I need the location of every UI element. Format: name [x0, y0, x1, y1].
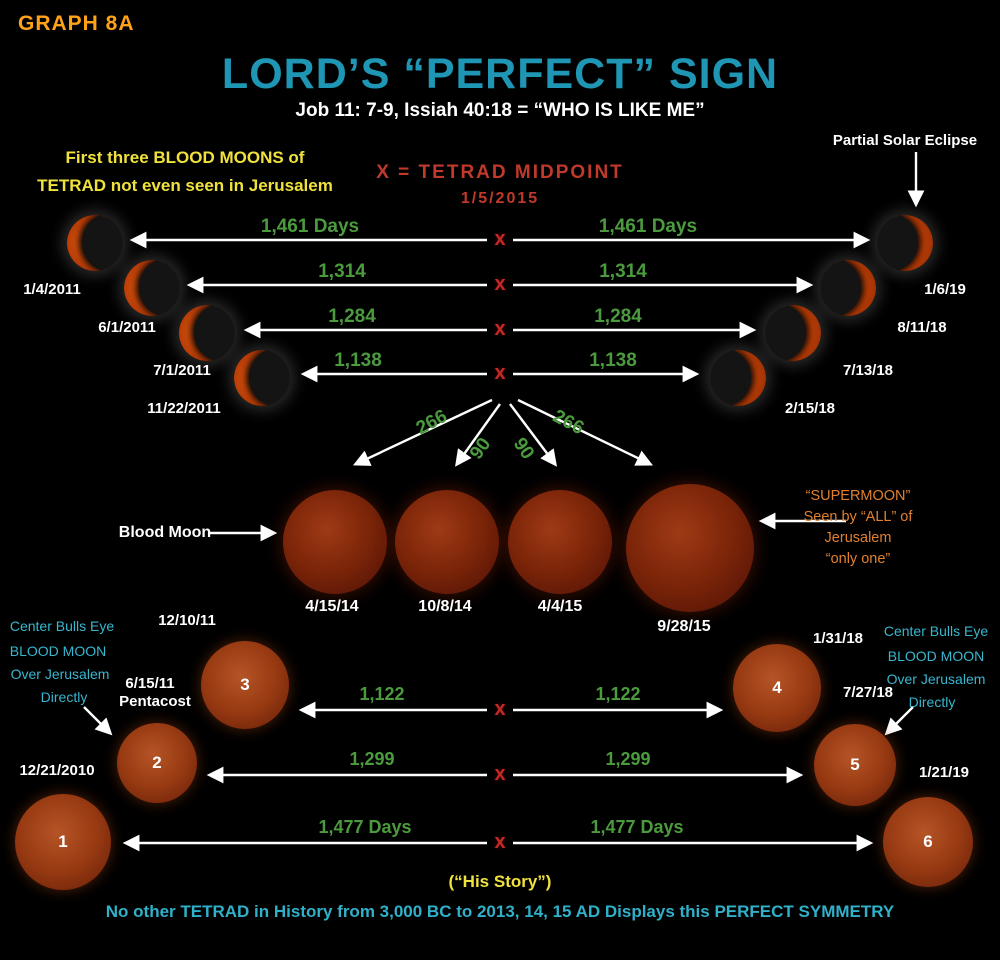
bottom-statement: No other TETRAD in History from 3,000 BC…: [105, 902, 895, 921]
tetrad-midpoint-x-4: x: [494, 362, 506, 384]
moon-5-number: 5: [850, 755, 860, 774]
moon-4-date: 1/31/18: [812, 630, 864, 647]
moon-6-number: 6: [923, 832, 933, 851]
interval-1461-left-label: 1,461 Days: [260, 216, 360, 237]
blood-moon-supermoon-9-28-15: [626, 484, 754, 612]
eclipse-date-left-2: 6/1/2011: [98, 319, 156, 336]
partial-eclipse-moon-2-15-18: [710, 350, 766, 406]
tetrad-midpoint-x-6: x: [494, 763, 506, 785]
numbered-moon-2: 2: [117, 723, 197, 803]
numbered-moon-4: 4: [733, 644, 821, 732]
interval-1477-right-label: 1,477 Days: [590, 817, 684, 837]
his-story-label: (“His Story”): [448, 872, 552, 891]
bullseye-right-line2: BLOOD MOON: [887, 648, 985, 664]
blood-moon-date-1: 4/15/14: [305, 598, 359, 615]
numbered-moon-5: 5: [814, 724, 896, 806]
moon-2-date: 6/15/11: [125, 675, 175, 692]
supermoon-note-line4: “only one”: [825, 551, 891, 567]
interval-1299-left-label: 1,299: [349, 749, 395, 769]
tetrad-midpoint-x-2: x: [494, 273, 506, 295]
arrow-diagonal-266-left: [352, 398, 493, 466]
eclipse-date-left-4: 11/22/2011: [147, 400, 221, 417]
graph-label: GRAPH 8A: [18, 12, 135, 35]
numbered-moon-3: 3: [201, 641, 289, 729]
tetrad-midpoint-x-3: x: [494, 318, 506, 340]
blood-moon-date-3: 4/4/15: [537, 598, 583, 615]
arrow-diagonal-90-left: [455, 403, 501, 467]
tetrad-midpoint-title: X = TETRAD MIDPOINT: [376, 162, 624, 183]
bullseye-left-line2: BLOOD MOON: [9, 643, 107, 659]
bullseye-left-line4: Directly: [40, 689, 88, 705]
interval-1284-left-label: 1,284: [328, 306, 376, 327]
partial-eclipse-moon-8-11-18: [820, 260, 876, 316]
eclipse-date-right-4: 2/15/18: [784, 400, 836, 417]
tetrad-midpoint-date: 1/5/2015: [460, 190, 540, 207]
partial-solar-eclipse-label: Partial Solar Eclipse: [832, 132, 978, 149]
interval-1314-left-label: 1,314: [318, 261, 366, 282]
blood-moon-date-2: 10/8/14: [418, 598, 472, 615]
supermoon-note-line3: Jerusalem: [824, 530, 892, 546]
tetrad-midpoint-x-7: x: [494, 831, 506, 853]
arrow-bullseye-left-pointer: [83, 706, 113, 736]
moon-1-number: 1: [58, 832, 68, 851]
page-subtitle: Job 11: 7-9, Issiah 40:18 = “WHO IS LIKE…: [295, 100, 705, 121]
tetrad-note-line2: TETRAD not even seen in Jerusalem: [37, 176, 333, 195]
moon-1-date: 12/21/2010: [19, 762, 95, 779]
partial-eclipse-moon-6-1-2011: [124, 260, 180, 316]
partial-eclipse-moon-7-13-18: [765, 305, 821, 361]
supermoon-note-line2: Seen by “ALL” of: [803, 509, 913, 525]
interval-1122-left-label: 1,122: [359, 684, 405, 704]
tetrad-midpoint-x-5: x: [494, 698, 506, 720]
bullseye-right-line4: Directly: [908, 694, 956, 710]
bullseye-right-line1: Center Bulls Eye: [883, 623, 989, 639]
bullseye-left-line1: Center Bulls Eye: [9, 618, 115, 634]
interval-1138-left-label: 1,138: [334, 350, 382, 371]
arrow-diagonal-90-right: [509, 403, 558, 467]
supermoon-note-line1: “SUPERMOON”: [805, 488, 911, 504]
tetrad-midpoint-x-1: x: [494, 228, 506, 250]
blood-moon-4-15-14: [283, 490, 387, 594]
moon-2-number: 2: [152, 753, 162, 772]
arrow-bullseye-right-pointer: [884, 706, 914, 736]
interval-1122-right-label: 1,122: [595, 684, 641, 704]
interval-1299-right-label: 1,299: [605, 749, 651, 769]
eclipse-date-right-1: 1/6/19: [924, 281, 966, 298]
moon-2-sublabel: Pentacost: [119, 693, 191, 710]
numbered-moon-1: 1: [15, 794, 111, 890]
moon-6-date: 1/21/19: [918, 764, 970, 781]
moon-4-number: 4: [772, 678, 782, 697]
blood-moon-10-8-14: [395, 490, 499, 594]
numbered-moon-6: 6: [883, 797, 973, 887]
bullseye-right-line3: Over Jerusalem: [886, 671, 986, 687]
interval-1461-right-label: 1,461 Days: [598, 216, 698, 237]
bullseye-left-line3: Over Jerusalem: [10, 666, 110, 682]
blood-moon-label: Blood Moon: [118, 524, 212, 541]
arrow-diagonal-266-right: [517, 398, 654, 466]
partial-eclipse-moon-1-4-2011: [67, 215, 123, 271]
eclipse-date-left-3: 7/1/2011: [153, 362, 211, 379]
partial-eclipse-moon-11-22-2011: [234, 350, 290, 406]
interval-1284-right-label: 1,284: [594, 306, 642, 327]
eclipse-date-right-2: 8/11/18: [897, 319, 947, 336]
interval-1314-right-label: 1,314: [599, 261, 647, 282]
page-title: LORD’S “PERFECT” SIGN: [221, 50, 779, 98]
eclipse-date-left-1: 1/4/2011: [23, 281, 81, 298]
interval-1138-right-label: 1,138: [589, 350, 637, 371]
tetrad-note-line1: First three BLOOD MOONS of: [65, 148, 305, 167]
partial-eclipse-moon-7-1-2011: [179, 305, 235, 361]
blood-moon-date-4: 9/28/15: [657, 618, 711, 635]
blood-moon-4-4-15: [508, 490, 612, 594]
moon-3-number: 3: [240, 675, 250, 694]
eclipse-date-right-3: 7/13/18: [842, 362, 894, 379]
moon-5-date: 7/27/18: [842, 684, 894, 701]
moon-3-date: 12/10/11: [158, 612, 216, 629]
partial-eclipse-moon-1-6-19: [877, 215, 933, 271]
interval-1477-left-label: 1,477 Days: [318, 817, 412, 837]
